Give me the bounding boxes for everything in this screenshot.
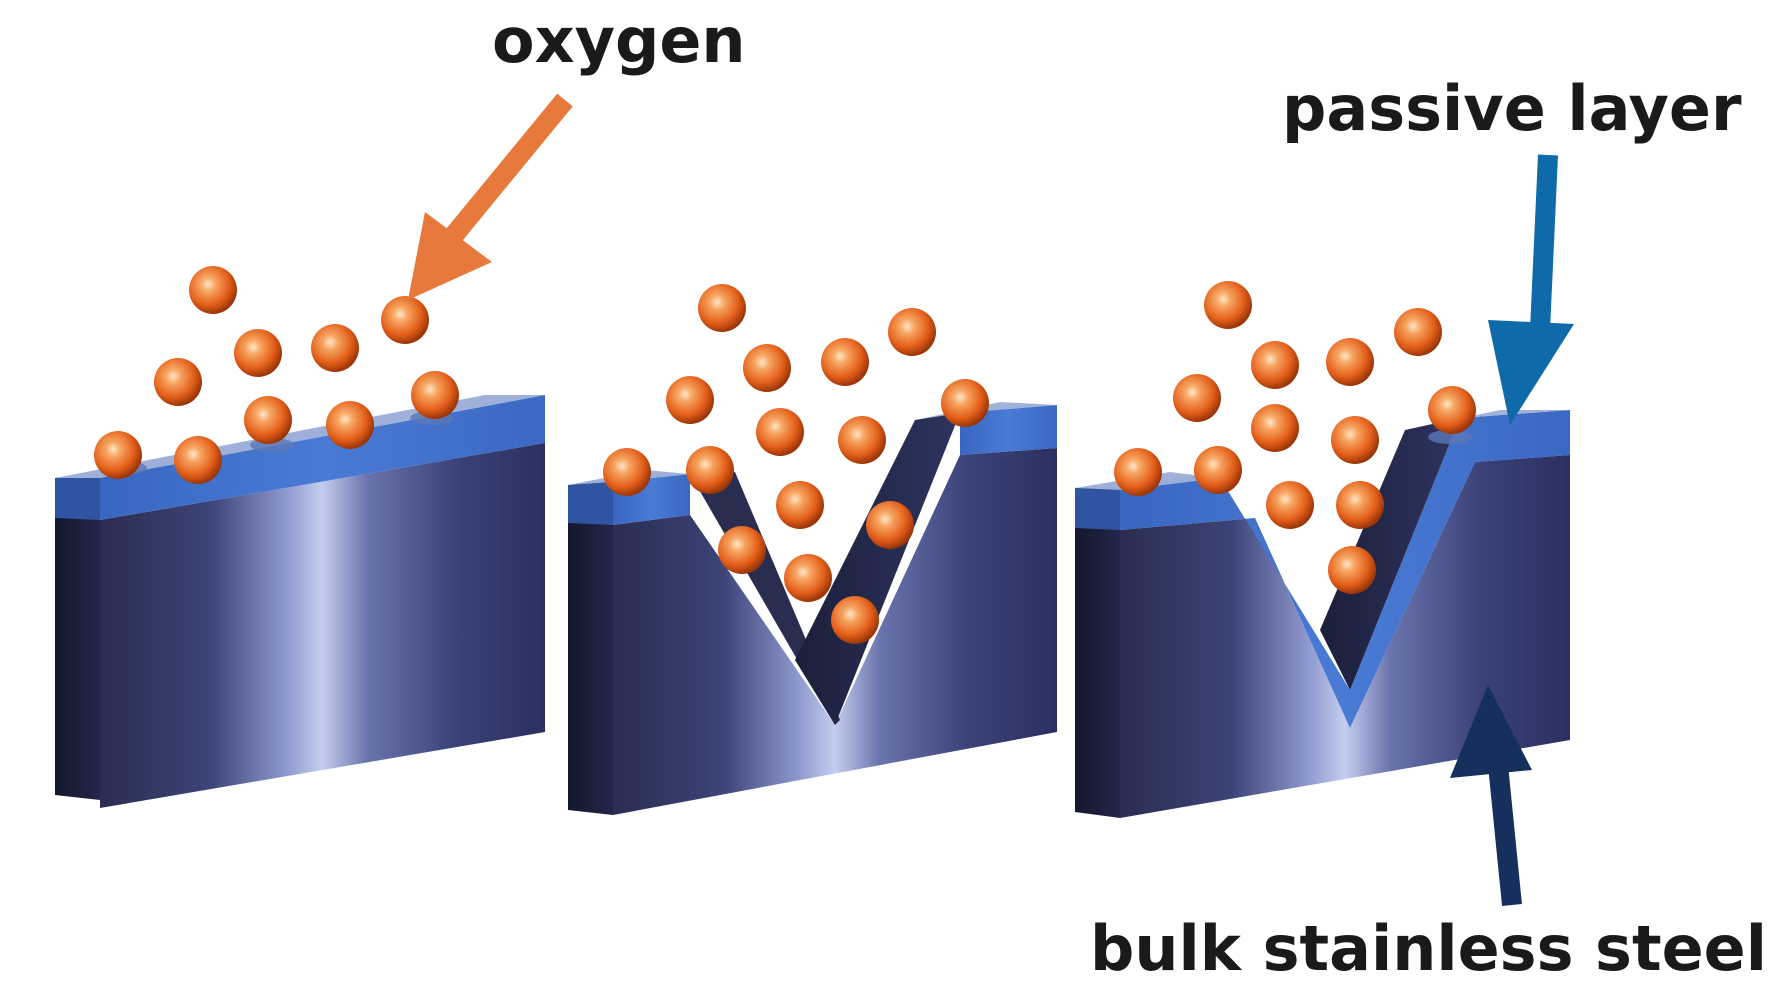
oxygen-shadow — [1428, 430, 1472, 444]
oxygen-atom — [686, 446, 734, 494]
oxygen-atoms — [603, 284, 989, 644]
oxygen-atoms — [94, 266, 459, 484]
oxygen-atom — [941, 379, 989, 427]
passive-layer-arrow — [1488, 154, 1574, 425]
oxygen-atom — [1428, 386, 1476, 434]
oxygen-atom — [1251, 341, 1299, 389]
panel-scratched — [568, 284, 1057, 815]
oxygen-atom — [326, 401, 374, 449]
panel-repassivated — [1075, 281, 1570, 818]
oxygen-atoms — [1114, 281, 1476, 594]
oxygen-atom — [821, 338, 869, 386]
passive-layer-front — [960, 405, 1057, 455]
passive-layer-side — [568, 482, 613, 525]
passive-layer-side — [1075, 488, 1120, 530]
oxygen-atom — [1336, 481, 1384, 529]
oxygen-atom — [603, 448, 651, 496]
oxygen-atom — [698, 284, 746, 332]
oxygen-atom — [1328, 546, 1376, 594]
passive-layer-side — [55, 478, 100, 520]
scratch-groove-wall — [795, 413, 960, 725]
oxygen-atom — [94, 431, 142, 479]
oxygen-atom — [154, 358, 202, 406]
oxygen-atom — [718, 526, 766, 574]
oxygen-arrow — [408, 93, 573, 300]
oxygen-atom — [311, 324, 359, 372]
oxygen-atom — [381, 296, 429, 344]
oxygen-label: oxygen — [492, 4, 746, 77]
passive-layer-front — [100, 395, 545, 520]
oxygen-atom — [1266, 481, 1314, 529]
steel-side — [55, 473, 100, 800]
steel-side — [1075, 485, 1120, 818]
bulk-steel-front — [1120, 455, 1570, 818]
passive-layer-top — [915, 402, 1057, 420]
oxygen-atom — [776, 481, 824, 529]
bulk-steel-front — [100, 443, 545, 808]
oxygen-atom — [838, 416, 886, 464]
oxygen-atom — [174, 436, 222, 484]
passive-layer-label: passive layer — [1282, 72, 1742, 145]
bulk-steel-arrow — [1450, 685, 1532, 906]
passive-layer-front — [1120, 410, 1570, 728]
oxygen-atom — [743, 344, 791, 392]
oxygen-atom — [1326, 338, 1374, 386]
bulk-steel-front — [613, 448, 1057, 815]
oxygen-atom — [1394, 308, 1442, 356]
oxygen-atom — [1173, 374, 1221, 422]
panel-intact — [55, 266, 545, 808]
oxygen-atom — [866, 501, 914, 549]
oxygen-atom — [784, 554, 832, 602]
oxygen-atom — [1114, 448, 1162, 496]
oxygen-atom — [189, 266, 237, 314]
oxygen-atom — [1204, 281, 1252, 329]
scratch-groove-wall — [1320, 418, 1460, 690]
oxygen-atom — [234, 329, 282, 377]
oxygen-atom — [1251, 404, 1299, 452]
oxygen-atom — [1194, 446, 1242, 494]
oxygen-atom — [888, 308, 936, 356]
passive-layer-top — [1405, 410, 1570, 430]
steel-side — [568, 480, 613, 815]
oxygen-atom — [831, 596, 879, 644]
oxygen-atom — [756, 408, 804, 456]
oxygen-atom — [1331, 416, 1379, 464]
oxygen-atom — [411, 371, 459, 419]
oxygen-atom — [244, 396, 292, 444]
oxygen-atom — [666, 376, 714, 424]
bulk-stainless-steel-label: bulk stainless steel — [1090, 912, 1767, 985]
